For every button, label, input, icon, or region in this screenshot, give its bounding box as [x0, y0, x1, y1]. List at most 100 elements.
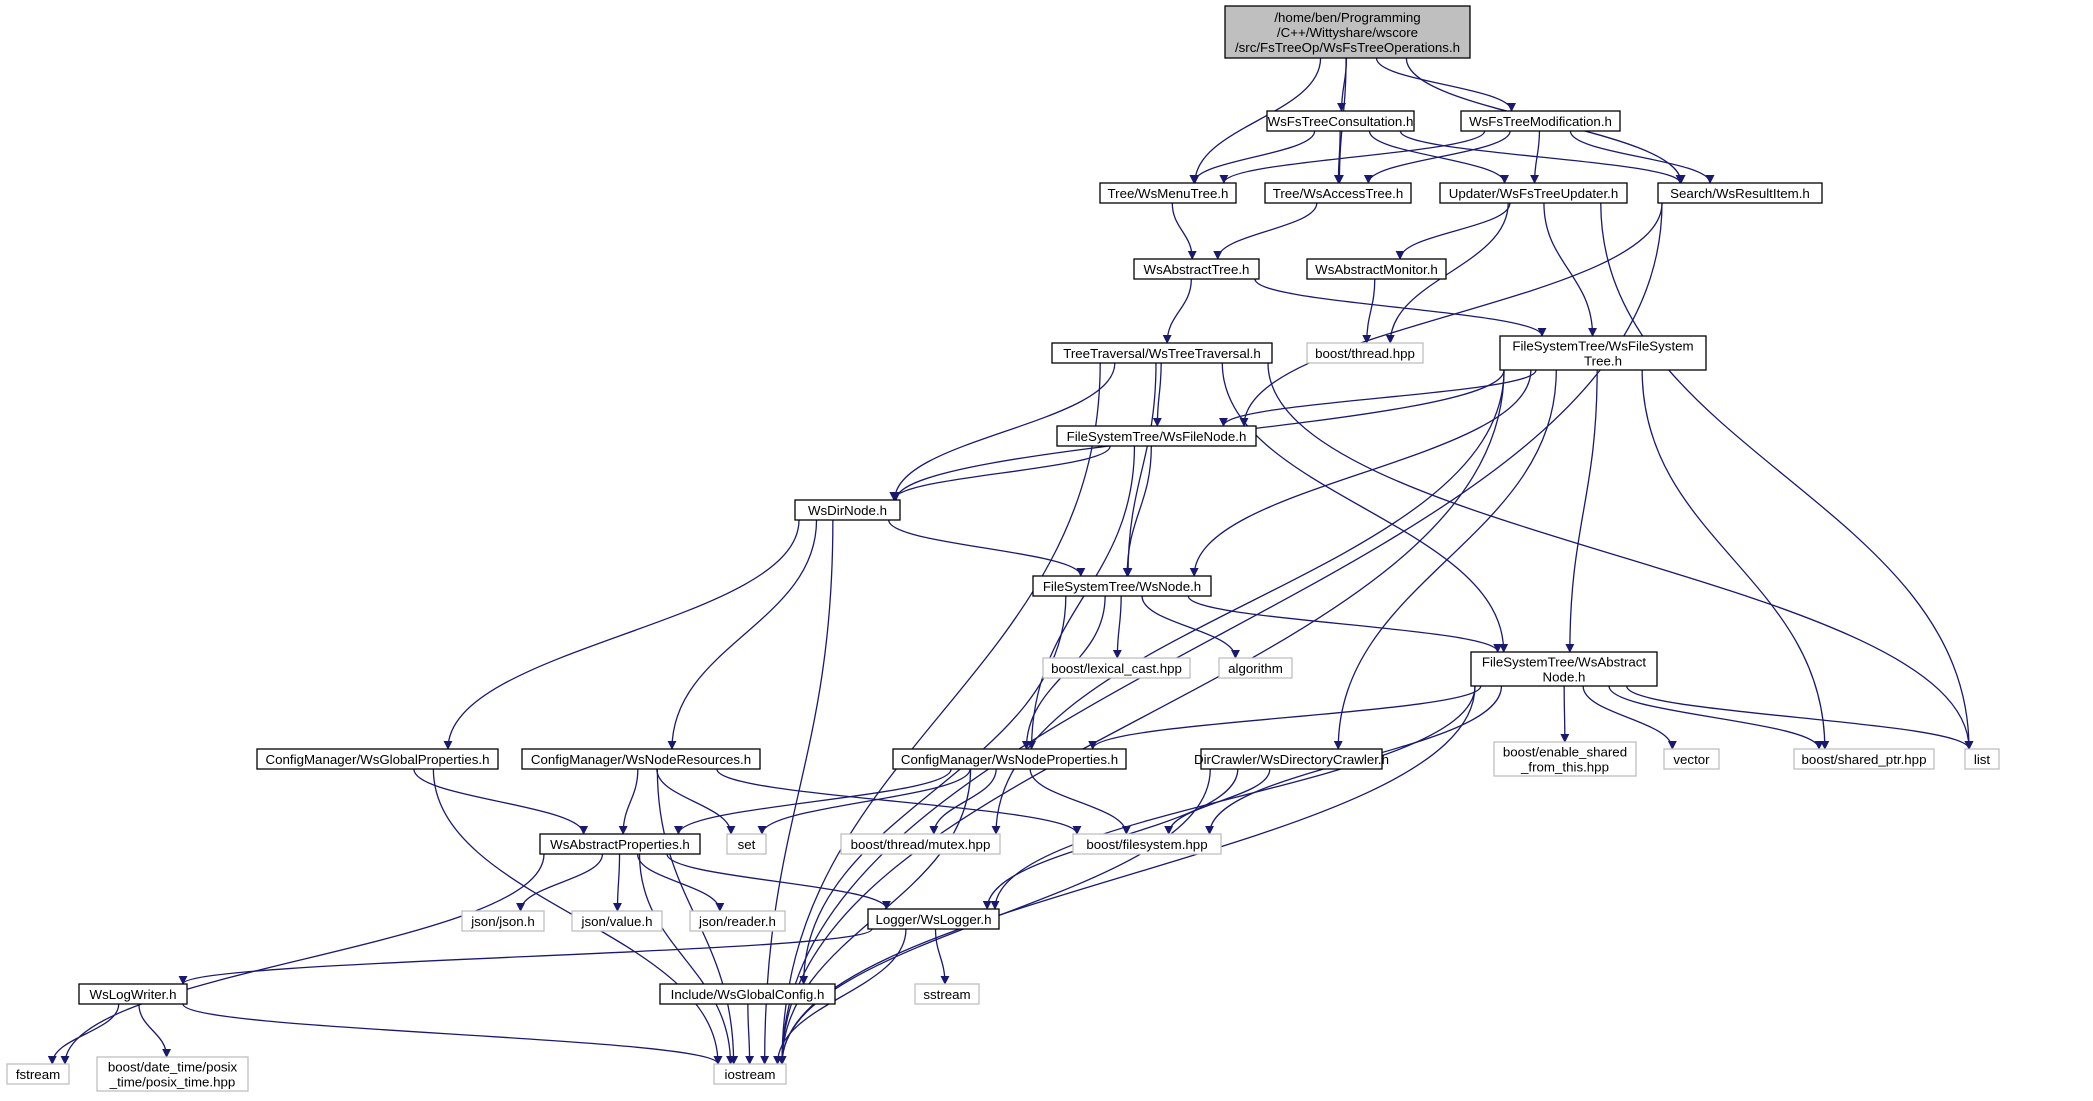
edge-line	[888, 519, 1086, 577]
node-list: list	[1964, 748, 2000, 770]
edge-logwriter-to-posixtime	[138, 1003, 172, 1058]
node-label: WsDirNode.h	[808, 503, 887, 518]
node-crawler[interactable]: DirCrawler/WsDirectoryCrawler.h	[1194, 748, 1389, 770]
node-label: Tree/WsMenuTree.h	[1108, 186, 1229, 201]
edge-line	[1189, 369, 1532, 577]
node-accesstree[interactable]: Tree/WsAccessTree.h	[1264, 182, 1412, 204]
node-menutree[interactable]: Tree/WsMenuTree.h	[1099, 182, 1237, 204]
edge-abstractnode-to-enableshared	[1560, 685, 1570, 743]
edge-menutree-to-abstracttree	[1171, 202, 1197, 260]
node-abstractprops[interactable]: WsAbstractProperties.h	[539, 833, 701, 855]
edge-treetraversal-to-list	[1267, 362, 1974, 750]
edge-abstracttree-to-treetraversal	[1162, 278, 1192, 344]
edge-line	[773, 928, 907, 1065]
node-updater[interactable]: Updater/WsFsTreeUpdater.h	[1439, 182, 1628, 204]
node-nodeprops[interactable]: ConfigManager/WsNodeProperties.h	[892, 748, 1127, 770]
edge-node-to-algorithm	[1141, 595, 1240, 659]
edge-fstree-to-node	[1189, 369, 1532, 577]
node-box	[840, 833, 1001, 855]
edge-line	[990, 685, 1476, 910]
node-root[interactable]: /home/ben/Programming/C++/Wittyshare/wsc…	[1224, 5, 1471, 59]
node-label: _time/posix_time.hpp	[109, 1075, 236, 1090]
node-box	[571, 910, 663, 932]
edge-line	[1267, 362, 1974, 750]
node-label: sstream	[923, 987, 970, 1002]
node-label: list	[1974, 752, 1991, 767]
node-box	[1200, 748, 1383, 770]
edge-resultitem-to-iostream	[777, 202, 1663, 1065]
edge-line	[890, 362, 1116, 501]
edge-line	[1189, 130, 1316, 184]
node-abstractmonitor[interactable]: WsAbstractMonitor.h	[1306, 258, 1447, 280]
node-label: json/value.h	[581, 914, 653, 929]
edge-line	[889, 445, 1111, 501]
edge-line	[716, 768, 1082, 835]
node-box	[726, 833, 767, 855]
edge-consultation-to-accesstree	[1333, 130, 1343, 184]
node-box	[1306, 258, 1447, 280]
node-label: ConfigManager/WsGlobalProperties.h	[266, 752, 490, 767]
node-logwriter[interactable]: WsLogWriter.h	[78, 983, 188, 1005]
edge-line	[745, 1003, 755, 1065]
edge-noderesources-to-set	[656, 768, 736, 835]
edge-logger-to-iostream	[773, 928, 907, 1065]
node-abstracttree[interactable]: WsAbstractTree.h	[1133, 258, 1260, 280]
node-label: Tree.h	[1584, 354, 1622, 369]
node-label: WsFsTreeModification.h	[1469, 114, 1612, 129]
node-logger[interactable]: Logger/WsLogger.h	[867, 908, 1000, 930]
node-consultation[interactable]: WsFsTreeConsultation.h	[1266, 110, 1415, 132]
node-label: iostream	[725, 1067, 776, 1082]
node-noderesources[interactable]: ConfigManager/WsNodeResources.h	[521, 748, 761, 770]
edge-line	[47, 1003, 120, 1065]
edge-fstree-to-abstractnode	[1565, 369, 1598, 653]
edge-abstractprops-to-jsonreader	[636, 853, 725, 912]
edge-line	[516, 853, 604, 912]
node-filesystem: boost/filesystem.hpp	[1072, 833, 1222, 855]
node-box	[1218, 657, 1293, 679]
edge-filenode-to-dirnode	[889, 445, 1111, 501]
edge-line	[1333, 130, 1343, 184]
node-label: /src/FsTreeOp/WsFsTreeOperations.h	[1235, 40, 1460, 55]
node-label: Node.h	[1543, 670, 1586, 685]
node-sharedptr: boost/shared_ptr.hpp	[1793, 748, 1935, 770]
node-modification[interactable]: WsFsTreeModification.h	[1460, 110, 1621, 132]
node-resultitem[interactable]: Search/WsResultItem.h	[1657, 182, 1823, 204]
edge-line	[443, 519, 800, 750]
edge-abstractprops-to-iostream	[638, 853, 735, 1065]
edge-abstractprops-to-fstream	[60, 853, 545, 1065]
node-box	[1306, 342, 1424, 364]
edge-fstree-to-filenode	[1219, 369, 1537, 427]
node-jsonreader: json/reader.h	[689, 910, 786, 932]
node-label: _from_this.hpp	[1520, 760, 1609, 775]
edge-abstractnode-to-logger	[990, 685, 1476, 910]
edge-line	[656, 768, 736, 835]
node-label: WsAbstractMonitor.h	[1315, 262, 1438, 277]
edge-line	[1608, 685, 1824, 750]
edge-line	[1123, 362, 1157, 577]
edge-line	[1333, 369, 1557, 750]
edge-line	[612, 853, 622, 912]
edge-abstracttree-to-fstree	[1254, 278, 1547, 337]
edge-line	[1399, 130, 1685, 184]
node-globalprops[interactable]: ConfigManager/WsGlobalProperties.h	[256, 748, 499, 770]
node-box	[1051, 342, 1273, 364]
node-label: FileSystemTree/WsAbstract	[1482, 655, 1647, 670]
edge-line	[182, 1003, 723, 1065]
edge-logger-to-sstream	[934, 928, 950, 985]
edge-consultation-to-resultitem	[1399, 130, 1685, 184]
node-treetraversal[interactable]: TreeTraversal/WsTreeTraversal.h	[1051, 342, 1273, 364]
node-dirnode[interactable]: WsDirNode.h	[794, 499, 901, 521]
edge-modification-to-accesstree	[1363, 130, 1511, 184]
node-globalconfig[interactable]: Include/WsGlobalConfig.h	[659, 983, 836, 1005]
node-thread: boost/thread.hpp	[1306, 342, 1424, 364]
edge-abstractprops-to-jsonjson	[516, 853, 604, 912]
edge-nodeprops-to-mutex	[929, 768, 997, 835]
edge-modification-to-menutree	[1219, 130, 1486, 184]
node-filenode[interactable]: FileSystemTree/WsFileNode.h	[1056, 425, 1257, 447]
node-jsonvalue: json/value.h	[571, 910, 663, 932]
node-box	[1032, 575, 1212, 597]
node-label: algorithm	[1228, 661, 1283, 676]
node-node[interactable]: FileSystemTree/WsNode.h	[1032, 575, 1212, 597]
